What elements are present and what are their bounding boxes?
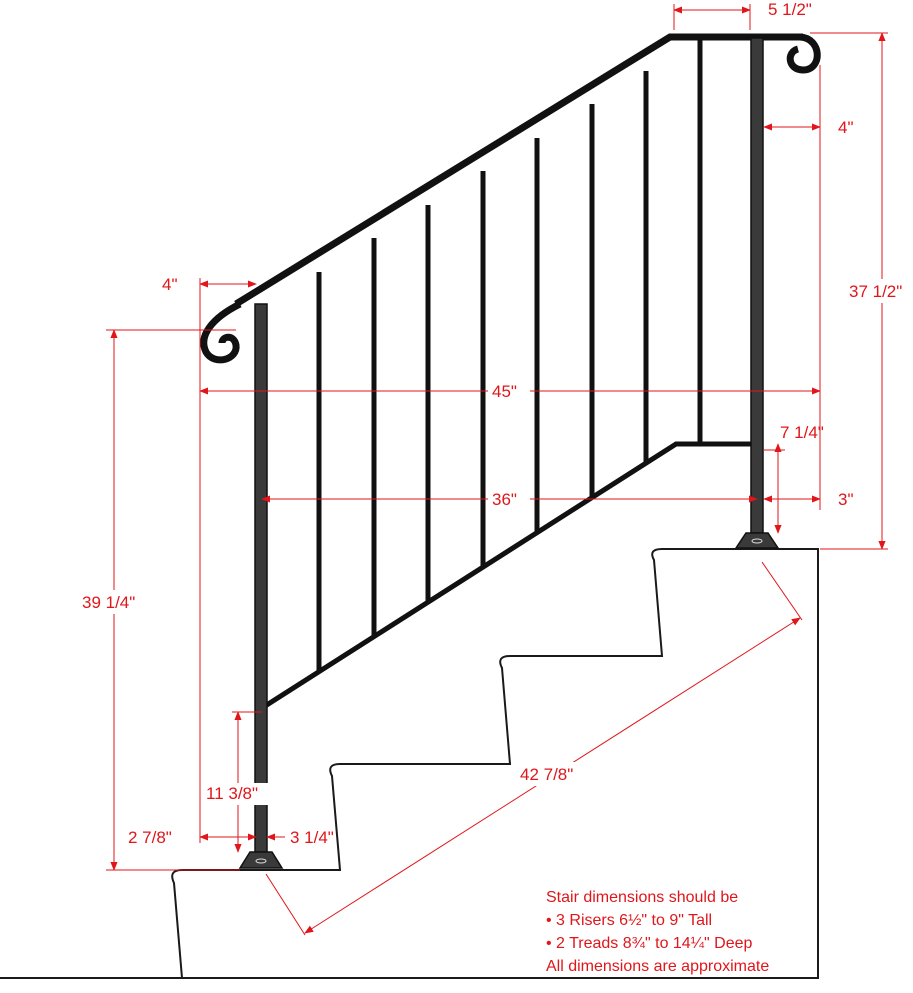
dim-post-height: 39 1/4" bbox=[82, 593, 135, 612]
dim-top-offset: 5 1/2" bbox=[768, 0, 812, 19]
top-handrail bbox=[234, 33, 803, 307]
dim-post-spacing: 36" bbox=[492, 490, 517, 509]
dim-top-return: 4" bbox=[838, 118, 854, 137]
note-line-1: Stair dimensions should be bbox=[546, 889, 738, 906]
dim-bottom-return: 4" bbox=[162, 275, 178, 294]
dim-bottom-rail-clearance: 7 1/4" bbox=[780, 423, 824, 442]
bottom-post bbox=[254, 303, 268, 853]
dim-stair-diagonal: 42 7/8" bbox=[520, 765, 573, 784]
top-post bbox=[750, 37, 764, 534]
note-line-3: • 2 Treads 8¾" to 14¼" Deep bbox=[546, 935, 753, 952]
dim-overall-height: 37 1/2" bbox=[849, 282, 902, 301]
dimension-labels: 5 1/2" 4" 37 1/2" 4" 45" 7 1/4" 3" 36" 3… bbox=[78, 0, 913, 847]
top-base-plate bbox=[734, 532, 780, 549]
dim-post-setback: 3" bbox=[838, 490, 854, 509]
note-line-2: • 3 Risers 6½" to 9" Tall bbox=[546, 912, 712, 929]
dim-overall-length: 45" bbox=[492, 382, 517, 401]
note-line-4: All dimensions are approximate bbox=[546, 958, 769, 975]
bottom-base-plate bbox=[238, 851, 284, 869]
railing bbox=[200, 33, 821, 869]
pickets bbox=[316, 40, 703, 672]
dim-lower-rail-height: 11 3/8" bbox=[206, 784, 258, 803]
top-scroll bbox=[786, 33, 821, 74]
dim-bottom-scroll-offset: 2 7/8" bbox=[128, 828, 172, 847]
bottom-scroll bbox=[200, 300, 242, 364]
stair-notes: Stair dimensions should be • 3 Risers 6½… bbox=[546, 889, 769, 975]
dim-post-base: 3 1/4" bbox=[290, 828, 334, 847]
